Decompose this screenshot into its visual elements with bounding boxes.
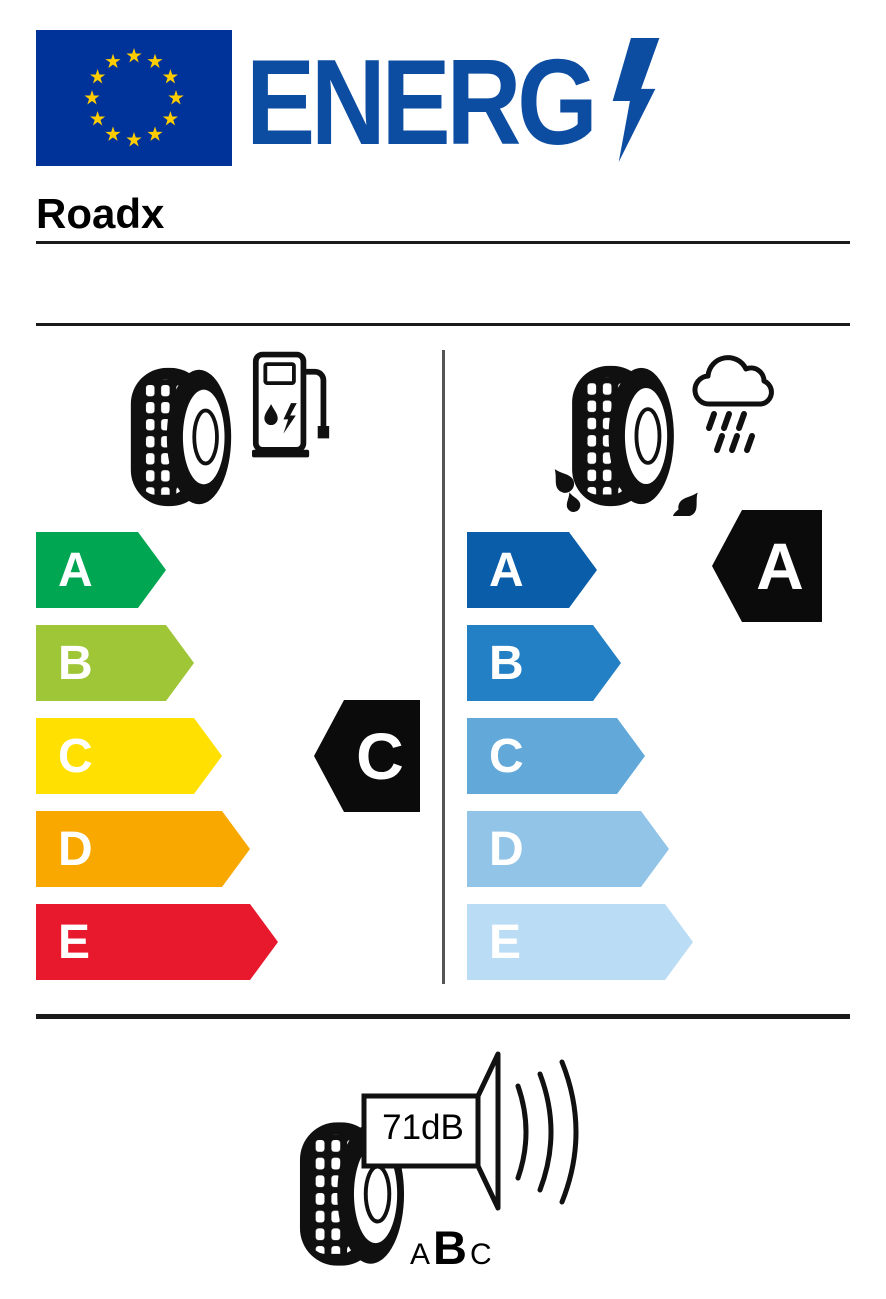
speaker-icon: 71dB	[360, 1050, 502, 1212]
noise-class-c: C	[469, 1238, 492, 1271]
divider-line-top	[36, 241, 850, 244]
brand-name: Roadx	[36, 190, 165, 237]
fuel-grade-b-bar: B	[36, 625, 194, 701]
wet-grade-b-bar: B	[467, 625, 621, 701]
divider-line-bottom	[36, 1014, 850, 1019]
noise-class-b-selected: B	[433, 1221, 467, 1274]
fuel-pump-icon	[252, 351, 330, 458]
noise-class-a: A	[410, 1238, 431, 1271]
fuel-grade-d-bar: D	[36, 811, 250, 887]
grade-letter: B	[58, 636, 93, 690]
grade-letter: A	[489, 543, 524, 597]
sound-waves-icon	[515, 1059, 579, 1205]
grade-letter: E	[58, 915, 91, 969]
eu-flag-icon	[36, 30, 232, 166]
fuel-grade-c-bar: C	[36, 718, 222, 794]
wet-grade-c-bar: C	[467, 718, 645, 794]
divider-line-middle	[36, 323, 850, 326]
fuel-rating-value: C	[356, 719, 404, 793]
column-divider	[442, 350, 445, 984]
wet-grade-a-bar: A	[467, 532, 597, 608]
wet-grip-rating-value: A	[756, 529, 804, 603]
grade-letter: D	[489, 822, 524, 876]
wet-grade-d-bar: D	[467, 811, 669, 887]
grade-letter: D	[58, 822, 93, 876]
grade-letter: B	[489, 636, 524, 690]
noise-class-scale: A B C	[410, 1220, 492, 1275]
rain-cloud-icon	[692, 355, 774, 453]
wet-grade-e-bar: E	[467, 904, 693, 980]
lightning-bolt-icon	[609, 37, 661, 167]
grade-letter: C	[489, 729, 524, 783]
wet-grip-rating-indicator: A	[712, 510, 822, 622]
fuel-rating-indicator: C	[314, 700, 420, 812]
grade-letter: E	[489, 915, 522, 969]
energy-logo: ENERG	[246, 36, 661, 168]
grade-letter: C	[58, 729, 93, 783]
fuel-grade-e-bar: E	[36, 904, 278, 980]
noise-db-value: 71dB	[382, 1108, 464, 1147]
energy-logo-text: ENERG	[246, 34, 598, 170]
grade-letter: A	[58, 543, 93, 597]
fuel-grade-a-bar: A	[36, 532, 166, 608]
tire-icon	[128, 366, 234, 508]
